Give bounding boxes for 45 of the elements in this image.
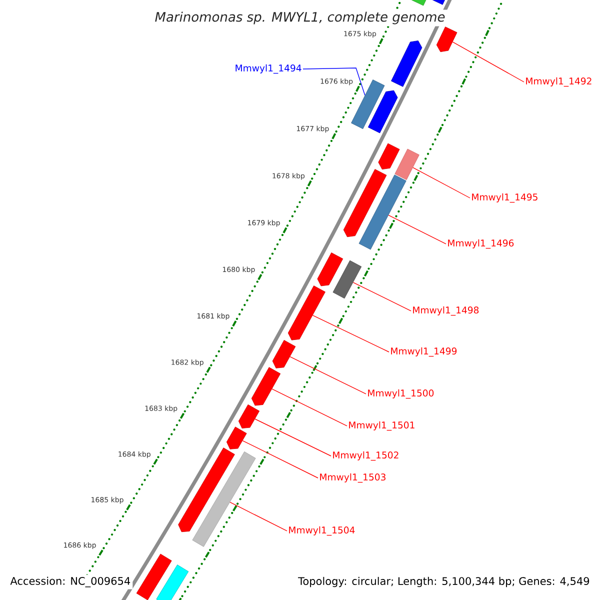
gene-block [272, 340, 296, 368]
gene-block [351, 80, 385, 130]
gene-block [391, 40, 422, 87]
gene-label: Mmwyl1_1500 [368, 389, 434, 399]
gene-block [358, 174, 406, 250]
gene-block [156, 564, 189, 600]
gene-block [136, 554, 172, 600]
gene-label: Mmwyl1_1494 [236, 64, 302, 74]
leader-line [352, 282, 412, 312]
gene-label: Mmwyl1_1492 [526, 77, 592, 87]
gene-block [317, 252, 344, 286]
gene-block [394, 148, 420, 180]
leader-line [272, 388, 348, 426]
gene-block [238, 404, 260, 428]
leader-line [230, 502, 288, 532]
gene-block [332, 260, 362, 299]
leader-line [388, 214, 446, 244]
gene-block [178, 448, 235, 532]
gene-label: Mmwyl1_1502 [333, 451, 398, 461]
gene-label: Mmwyl1_1499 [391, 347, 457, 357]
info-text: Accession: NC_009654 [8, 574, 133, 590]
leader-line [242, 440, 318, 478]
gene-label: Mmwyl1_1495 [472, 193, 538, 203]
leader-line [312, 315, 390, 352]
gene-block [226, 426, 247, 450]
gene-block [288, 286, 326, 340]
leader-line [412, 167, 470, 198]
gene-label: Mmwyl1_1504 [289, 526, 355, 536]
leader-line [290, 356, 366, 394]
leader-line [452, 42, 524, 82]
gene-label: Mmwyl1_1503 [320, 473, 386, 483]
gene-block [192, 451, 256, 547]
gene-label: Mmwyl1_1501 [349, 421, 414, 431]
gene-block [368, 90, 398, 134]
gene-block [430, 0, 446, 5]
gene-label: Mmwyl1_1496 [448, 239, 514, 249]
leader-line [254, 418, 332, 456]
gene-block [436, 26, 458, 52]
title: Marinomonas sp. MWYL1, complete genome [150, 10, 450, 26]
leader-line [302, 68, 366, 96]
info-text: Topology: circular; Length: 5,100,344 bp; Genes: 4,549 [296, 574, 592, 590]
gene-block [378, 143, 400, 170]
gene-block [343, 169, 387, 238]
gene-label: Mmwyl1_1498 [413, 306, 479, 316]
gene-block [251, 367, 281, 406]
